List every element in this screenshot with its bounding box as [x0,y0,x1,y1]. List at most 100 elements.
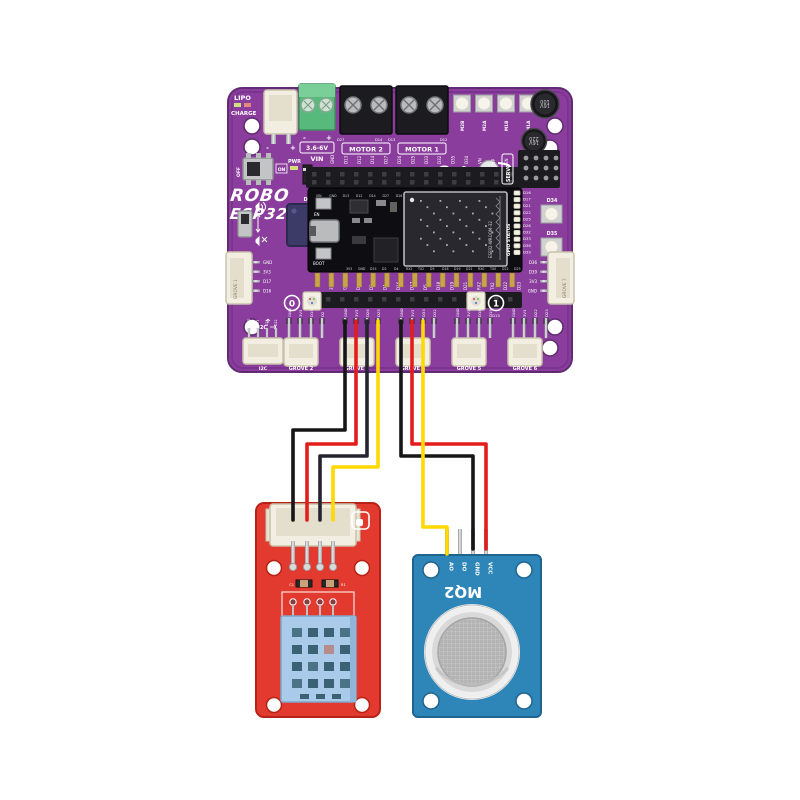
speckle [426,206,429,209]
speaker-off-icon [255,235,268,247]
esp32-silk-label: D12 [356,194,363,198]
socket [480,172,485,177]
dht11-header-pins [288,541,338,572]
mq2-vcc-wire [410,319,488,551]
grove-pin-label: 3V3 [263,270,271,275]
dht-gnd-wire [291,319,347,522]
mq2-pin-label: DO [461,562,467,572]
dht11-holes [265,559,371,714]
motor-button [499,96,513,111]
wires [291,319,488,556]
esp32-pin [342,272,349,288]
servo-pin [543,175,549,181]
grove-pin-label: D2 [320,311,325,317]
speckle [452,250,455,253]
dht-vent [300,694,309,699]
grove-pin-label: 3V3 [410,309,415,317]
esp32-silk-label: D21 [466,267,473,271]
speckle [485,244,487,246]
solder-joint [328,562,338,572]
servo-pin [553,155,559,161]
speckle [459,218,461,221]
dht-vent [340,628,350,637]
grove-pin-label: D25 [376,309,381,317]
speckle [491,212,494,215]
vin-label: VIN [311,155,324,163]
esp32-pin [453,272,460,288]
socket [466,180,471,185]
motor-button [455,96,469,111]
dht-nc-wire [318,319,369,522]
grove-port-label: GROVE 2 [289,366,314,372]
grove-pin-label: GND [511,308,516,317]
esp32-silk-label: 3V3 [346,267,352,271]
mq2-sensor [424,604,520,700]
en-label: EN [314,212,320,217]
esp32-silk-label: TX0 [489,267,496,271]
on-label: ON [278,167,286,173]
jst-plus: + [290,144,296,152]
carrier-pin-label: RX2 [476,281,481,290]
dht-vent [324,662,334,671]
socket [494,172,499,177]
speckle [478,237,481,240]
carrier-pin-label: D12 [357,155,362,164]
gpio-led-label: D36 [523,243,531,248]
gpio-status-title: GPIO STATUS [506,224,512,256]
gpio-led [513,210,521,216]
speckle [465,244,468,246]
dht-vent [292,628,302,637]
corner-icon [351,511,370,530]
speckle [433,231,435,234]
i2c-pin [265,328,269,337]
carrier-pin-label: D14 [370,155,375,164]
motor2-terminal: MOTOR 2 [339,85,393,155]
esp32-pin [328,272,335,288]
socket [410,180,415,185]
esp32-pin [481,272,488,288]
speckle [420,200,422,202]
speaker-on-icon [255,201,266,213]
dht-vent [308,628,318,637]
carrier-pin-label: GND [330,155,335,164]
gpio-led-label: D17 [523,197,531,202]
carrier-pin-label: D34 [464,155,469,164]
gpio-led-label: D32 [523,230,531,235]
grove-pin [544,318,548,338]
gpio-status-panel: GPIO STATUS D16D17D21D22D25D26D32D33D36D… [506,190,531,256]
mq2-pin-label: AO [448,562,454,571]
speckle [485,225,487,227]
power-switch: OFF ON [236,153,288,185]
grove-pin [432,318,436,338]
carrier-pin-label: D23 [517,281,522,290]
grove-pin-label: D17 [263,279,272,284]
grove-pin [511,318,515,338]
carrier-pin-label: D27 [384,155,389,164]
esp32-silk-label: D13 [343,194,350,198]
mq2-holes [422,561,533,710]
gpio-led [513,216,521,222]
dht-pin [318,541,322,567]
carrier-pin-label: D22 [503,281,508,290]
wroom-label: ESP32-WROOM-32 [488,221,493,258]
grove-pin [477,318,481,338]
servo-pin [523,155,529,161]
esp32-pin [495,272,501,288]
speckle [491,231,494,234]
socket [466,172,471,177]
motor-button-label: M2B [460,121,465,131]
esp32-silk-label: TX2 [417,267,424,271]
grove-pin-label: D18 [477,309,482,317]
i2c-port-label: I2C [259,366,268,372]
speckle [478,218,481,221]
esp32-silk-label: D27 [383,194,390,198]
esp32-devkit: VINGNDD13D12D14D27D26D25D33D32D35D34VNVP… [307,187,523,288]
gpio-led [513,236,521,242]
vin-terminal: - + 3.6-6V VIN [298,83,336,163]
carrier-pin-label: TX2 [490,282,495,291]
esp32-pin [467,272,474,288]
socket [368,297,373,302]
